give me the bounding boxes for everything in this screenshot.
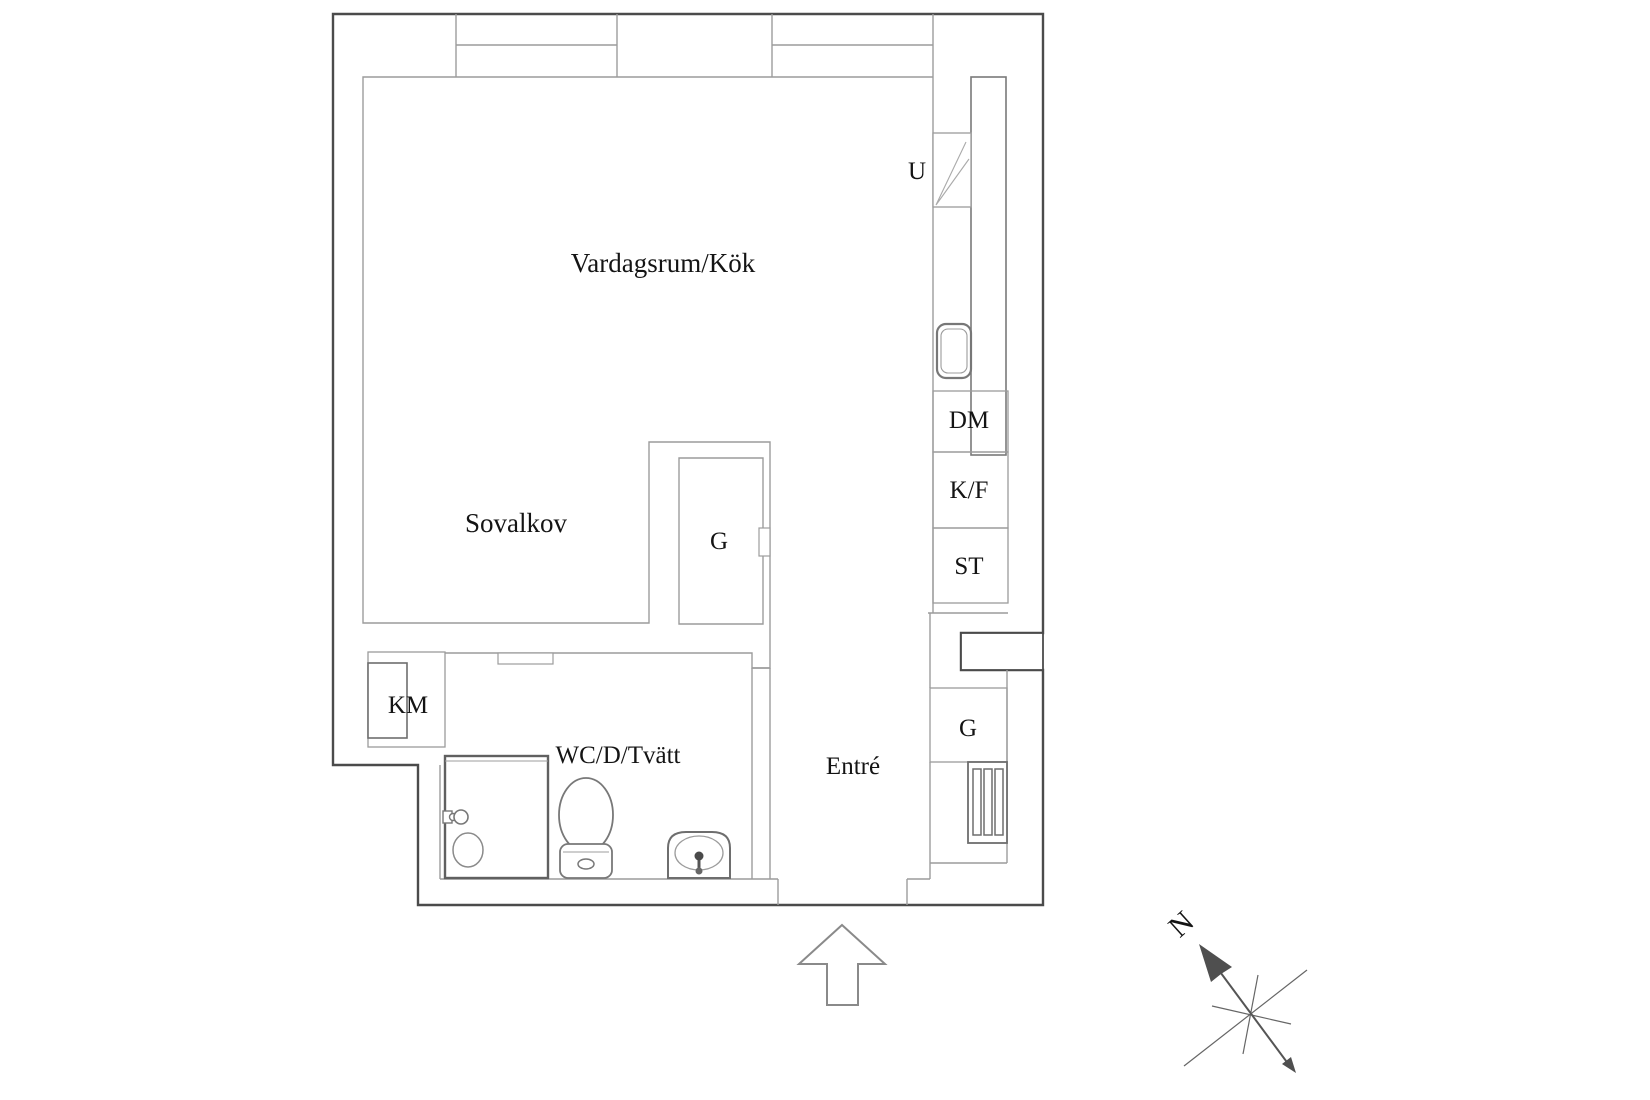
- oven-unit-label: U: [908, 158, 926, 185]
- oven-unit-symbol: [932, 132, 972, 208]
- fridge-freezer-label: K/F: [950, 477, 989, 504]
- closet-hall-label: G: [959, 715, 977, 742]
- toilet: [558, 777, 614, 879]
- entrance-arrow: [796, 923, 888, 1006]
- closet-main: [678, 457, 771, 625]
- shower-drain-icon: [452, 832, 484, 868]
- compass-needle: [1211, 960, 1293, 1070]
- washing-machine-alcove: [367, 651, 446, 748]
- living-kitchen-label: Vardagsrum/Kök: [571, 248, 756, 278]
- kitchen-sink: [935, 322, 973, 380]
- inner-wall-main-room: [362, 76, 933, 669]
- bathroom-label: WC/D/Tvätt: [556, 742, 681, 769]
- kitchen-end-wall: [928, 612, 1008, 688]
- compass-north-label: N: [1162, 905, 1200, 944]
- window-north-right: [771, 14, 934, 77]
- kitchen-counter: [970, 76, 1007, 456]
- closet-door-marker: [758, 527, 771, 557]
- compass-needle-tail: [1282, 1057, 1296, 1073]
- shower: [442, 754, 550, 880]
- closet-main-label: G: [710, 528, 728, 555]
- window-north-left: [455, 14, 618, 77]
- bathroom-sliding-door: [497, 652, 554, 665]
- sleeping-alcove-label: Sovalkov: [465, 508, 568, 538]
- washing-machine-label: KM: [388, 692, 428, 719]
- wash-basin: [667, 831, 731, 879]
- entrance-label: Entré: [826, 753, 880, 780]
- compass-needle-head: [1199, 944, 1232, 982]
- tall-cabinet-label: ST: [954, 553, 983, 580]
- dishwasher-label: DM: [949, 407, 989, 434]
- radiator: [967, 761, 1008, 844]
- wall-shaft-notch: [960, 632, 1044, 671]
- tall-cabinet-box: [932, 527, 1009, 604]
- compass: [1183, 944, 1308, 1073]
